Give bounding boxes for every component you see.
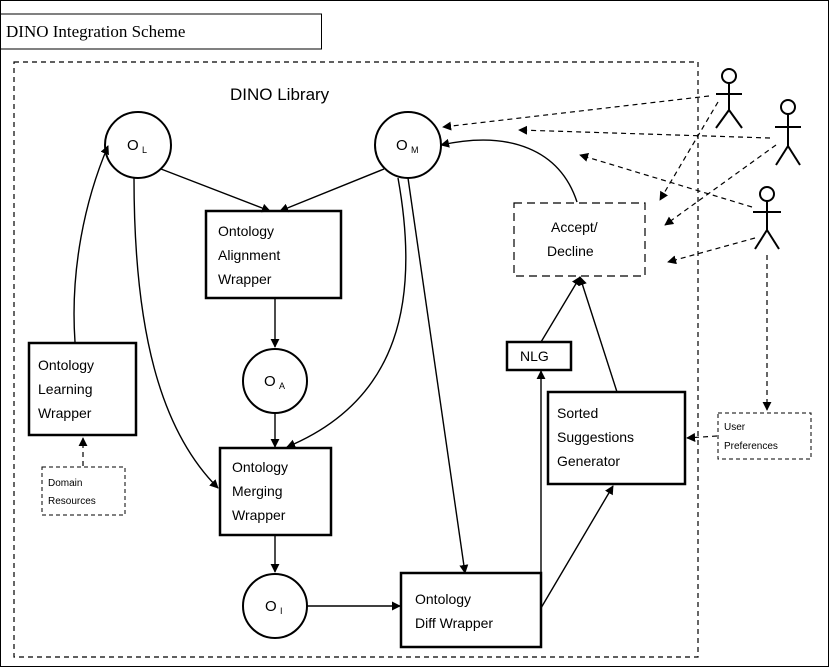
ontology-node-oi: O I — [242, 573, 308, 639]
svg-text:Ontology: Ontology — [38, 357, 94, 373]
svg-text:User: User — [724, 422, 746, 433]
svg-text:M: M — [411, 145, 419, 155]
user-figure-1 — [715, 68, 743, 129]
svg-text:O: O — [396, 137, 408, 154]
svg-text:Domain: Domain — [48, 478, 82, 489]
svg-text:Suggestions: Suggestions — [557, 429, 634, 445]
svg-text:O: O — [264, 373, 276, 390]
svg-text:Wrapper: Wrapper — [232, 507, 286, 523]
accept-decline-box: Accept/ Decline — [513, 202, 646, 277]
solid-arrows — [73, 138, 618, 611]
svg-text:Preferences: Preferences — [724, 441, 778, 452]
svg-text:Diff Wrapper: Diff Wrapper — [415, 615, 493, 631]
user-figure-2 — [775, 99, 801, 166]
svg-text:Decline: Decline — [547, 243, 594, 259]
diagram-title: DINO Integration Scheme — [6, 22, 185, 41]
merging-wrapper-box: Ontology Merging Wrapper — [218, 446, 333, 537]
svg-text:Accept/: Accept/ — [551, 219, 598, 235]
library-label: DINO Library — [230, 85, 330, 104]
learning-wrapper-box: Ontology Learning Wrapper — [27, 341, 138, 437]
svg-text:Ontology: Ontology — [218, 223, 274, 239]
svg-text:Learning: Learning — [38, 381, 93, 397]
user-preferences-note: User Preferences — [717, 412, 812, 460]
alignment-wrapper-box: Ontology Alignment Wrapper — [204, 209, 343, 300]
ontology-node-om: O M — [374, 111, 442, 179]
svg-text:O: O — [265, 598, 277, 615]
svg-text:Ontology: Ontology — [415, 591, 471, 607]
svg-text:A: A — [279, 381, 285, 391]
nlg-box: NLG — [505, 340, 573, 372]
svg-text:Merging: Merging — [232, 483, 283, 499]
ontology-node-ol: O L — [104, 111, 172, 179]
sorted-suggestions-box: Sorted Suggestions Generator — [546, 390, 687, 486]
svg-text:NLG: NLG — [520, 348, 549, 364]
svg-text:O: O — [127, 137, 139, 154]
svg-text:Wrapper: Wrapper — [38, 405, 92, 421]
svg-text:Alignment: Alignment — [218, 247, 280, 263]
ontology-node-oa: O A — [242, 348, 308, 414]
svg-text:Generator: Generator — [557, 453, 620, 469]
diff-wrapper-box: Ontology Diff Wrapper — [399, 571, 543, 649]
svg-text:I: I — [280, 606, 283, 616]
svg-text:Ontology: Ontology — [232, 459, 288, 475]
svg-text:Resources: Resources — [48, 496, 96, 507]
svg-text:Sorted: Sorted — [557, 405, 598, 421]
svg-text:L: L — [142, 145, 147, 155]
svg-text:Wrapper: Wrapper — [218, 271, 272, 287]
dashed-arrows — [78, 95, 777, 466]
title-box: DINO Integration Scheme — [0, 13, 322, 50]
domain-resources-note: Domain Resources — [41, 466, 126, 516]
dino-library-container — [13, 61, 699, 658]
user-figure-3 — [753, 186, 781, 250]
